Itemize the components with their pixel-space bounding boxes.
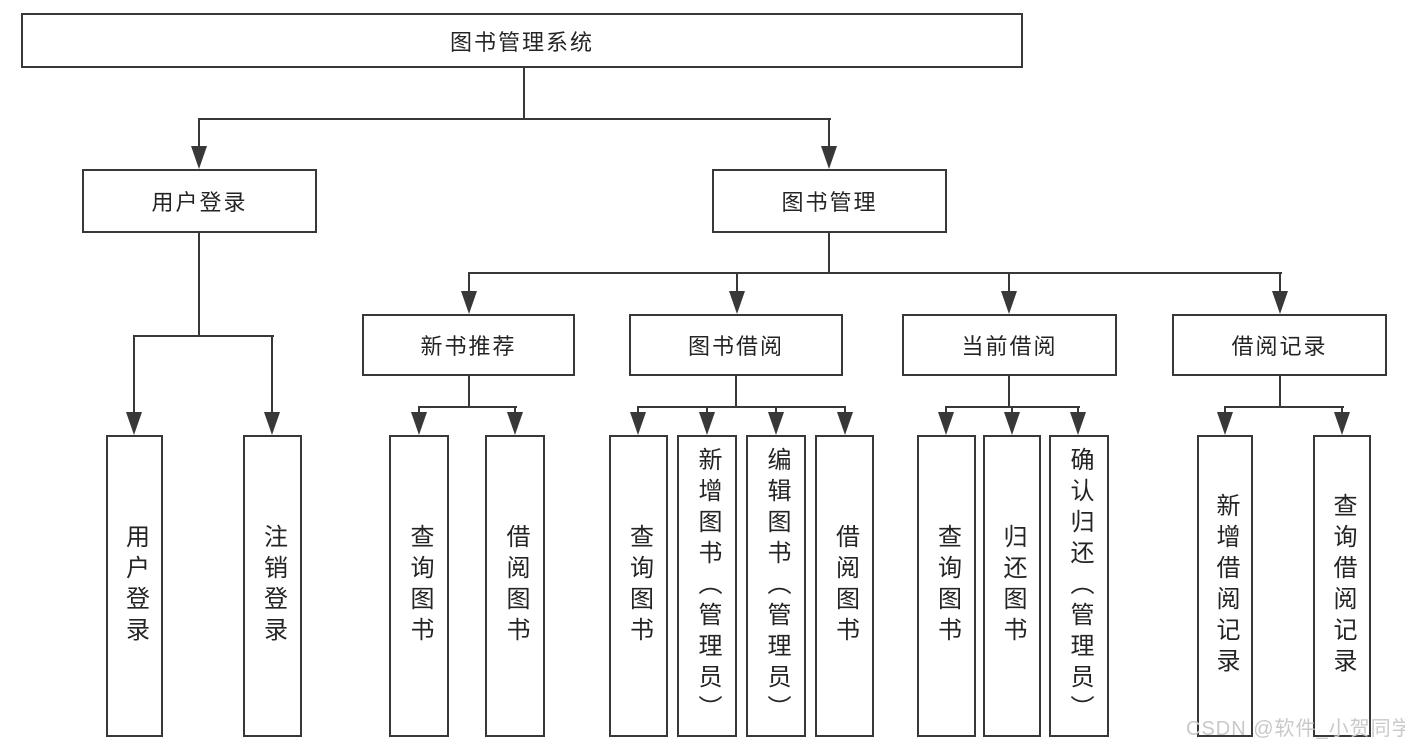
node-root-label: 图书管理系统 xyxy=(449,29,594,55)
leaf-add-borrow-record: 新增借阅记录 xyxy=(1197,435,1253,737)
arrow-down-icon xyxy=(1217,412,1233,435)
node-book-borrow-label: 图书借阅 xyxy=(687,334,784,359)
leaf-return-book: 归还图书 xyxy=(983,435,1041,737)
arrow-down-icon xyxy=(1004,412,1020,435)
arrow-down-icon xyxy=(1001,291,1017,314)
edge-line xyxy=(775,406,777,417)
edge-line xyxy=(1224,406,1344,408)
edge-line xyxy=(133,335,274,337)
node-book-borrow: 图书借阅 xyxy=(629,314,843,376)
edge-line xyxy=(735,376,737,408)
edge-line xyxy=(523,68,525,120)
edge-line xyxy=(828,118,830,151)
arrow-down-icon xyxy=(507,412,523,435)
edge-line xyxy=(198,118,200,151)
edge-line xyxy=(418,406,517,408)
edge-line xyxy=(468,272,470,296)
node-borrow-records-label: 借阅记录 xyxy=(1231,334,1328,359)
leaf-borrow-books-2: 借阅图书 xyxy=(815,435,874,737)
arrow-down-icon xyxy=(264,412,280,435)
leaf-query-books-1: 查询图书 xyxy=(389,435,449,737)
edge-line xyxy=(468,272,1282,274)
leaf-query-books-3: 查询图书 xyxy=(917,435,976,737)
leaf-user-login: 用户登录 xyxy=(106,435,163,737)
edge-line xyxy=(828,233,830,274)
arrow-down-icon xyxy=(461,291,477,314)
leaf-confirm-return-admin: 确认归还（管理员） xyxy=(1049,435,1109,737)
leaf-add-book-admin: 新增图书（管理员） xyxy=(677,435,737,737)
arrow-down-icon xyxy=(729,291,745,314)
arrow-down-icon xyxy=(1334,412,1350,435)
leaf-borrow-books-1: 借阅图书 xyxy=(485,435,545,737)
arrow-down-icon xyxy=(191,146,207,169)
edge-line xyxy=(1008,272,1010,296)
edge-line xyxy=(945,406,947,417)
edge-line xyxy=(468,376,470,408)
leaf-query-books-2: 查询图书 xyxy=(609,435,668,737)
arrow-down-icon xyxy=(768,412,784,435)
node-user-login: 用户登录 xyxy=(82,169,317,233)
edge-line xyxy=(198,233,200,337)
node-borrow-records: 借阅记录 xyxy=(1172,314,1387,376)
edge-line xyxy=(1224,406,1226,417)
node-book-management-label: 图书管理 xyxy=(781,190,878,215)
edge-line xyxy=(418,406,420,417)
edge-line xyxy=(1008,376,1010,408)
arrow-down-icon xyxy=(1272,291,1288,314)
arrow-down-icon xyxy=(938,412,954,435)
arrow-down-icon xyxy=(699,412,715,435)
arrow-down-icon xyxy=(1070,412,1086,435)
edge-line xyxy=(706,406,708,417)
arrow-down-icon xyxy=(630,412,646,435)
leaf-edit-book-admin: 编辑图书（管理员） xyxy=(746,435,806,737)
node-new-book-recommend: 新书推荐 xyxy=(362,314,575,376)
node-root: 图书管理系统 xyxy=(21,13,1023,68)
node-user-login-label: 用户登录 xyxy=(151,190,248,215)
edge-line xyxy=(736,272,738,296)
arrow-down-icon xyxy=(821,146,837,169)
leaf-query-borrow-record: 查询借阅记录 xyxy=(1313,435,1371,737)
edge-line xyxy=(1279,376,1281,408)
edge-line xyxy=(133,335,135,417)
arrow-down-icon xyxy=(126,412,142,435)
arrow-down-icon xyxy=(837,412,853,435)
node-current-borrow: 当前借阅 xyxy=(902,314,1117,376)
edge-line xyxy=(637,406,639,417)
watermark: CSDN @软件_小贺同学 xyxy=(1186,718,1405,740)
leaf-logout: 注销登录 xyxy=(243,435,302,737)
edge-line xyxy=(1077,406,1079,417)
edge-line xyxy=(844,406,846,417)
edge-line xyxy=(1341,406,1343,417)
node-book-management: 图书管理 xyxy=(712,169,947,233)
edge-line xyxy=(637,406,846,408)
edge-line xyxy=(1011,406,1013,417)
node-current-borrow-label: 当前借阅 xyxy=(961,334,1058,359)
edge-line xyxy=(271,335,273,417)
edge-line xyxy=(1279,272,1281,296)
edge-line xyxy=(198,118,831,120)
edge-line xyxy=(514,406,516,417)
arrow-down-icon xyxy=(411,412,427,435)
node-new-book-recommend-label: 新书推荐 xyxy=(420,334,517,359)
